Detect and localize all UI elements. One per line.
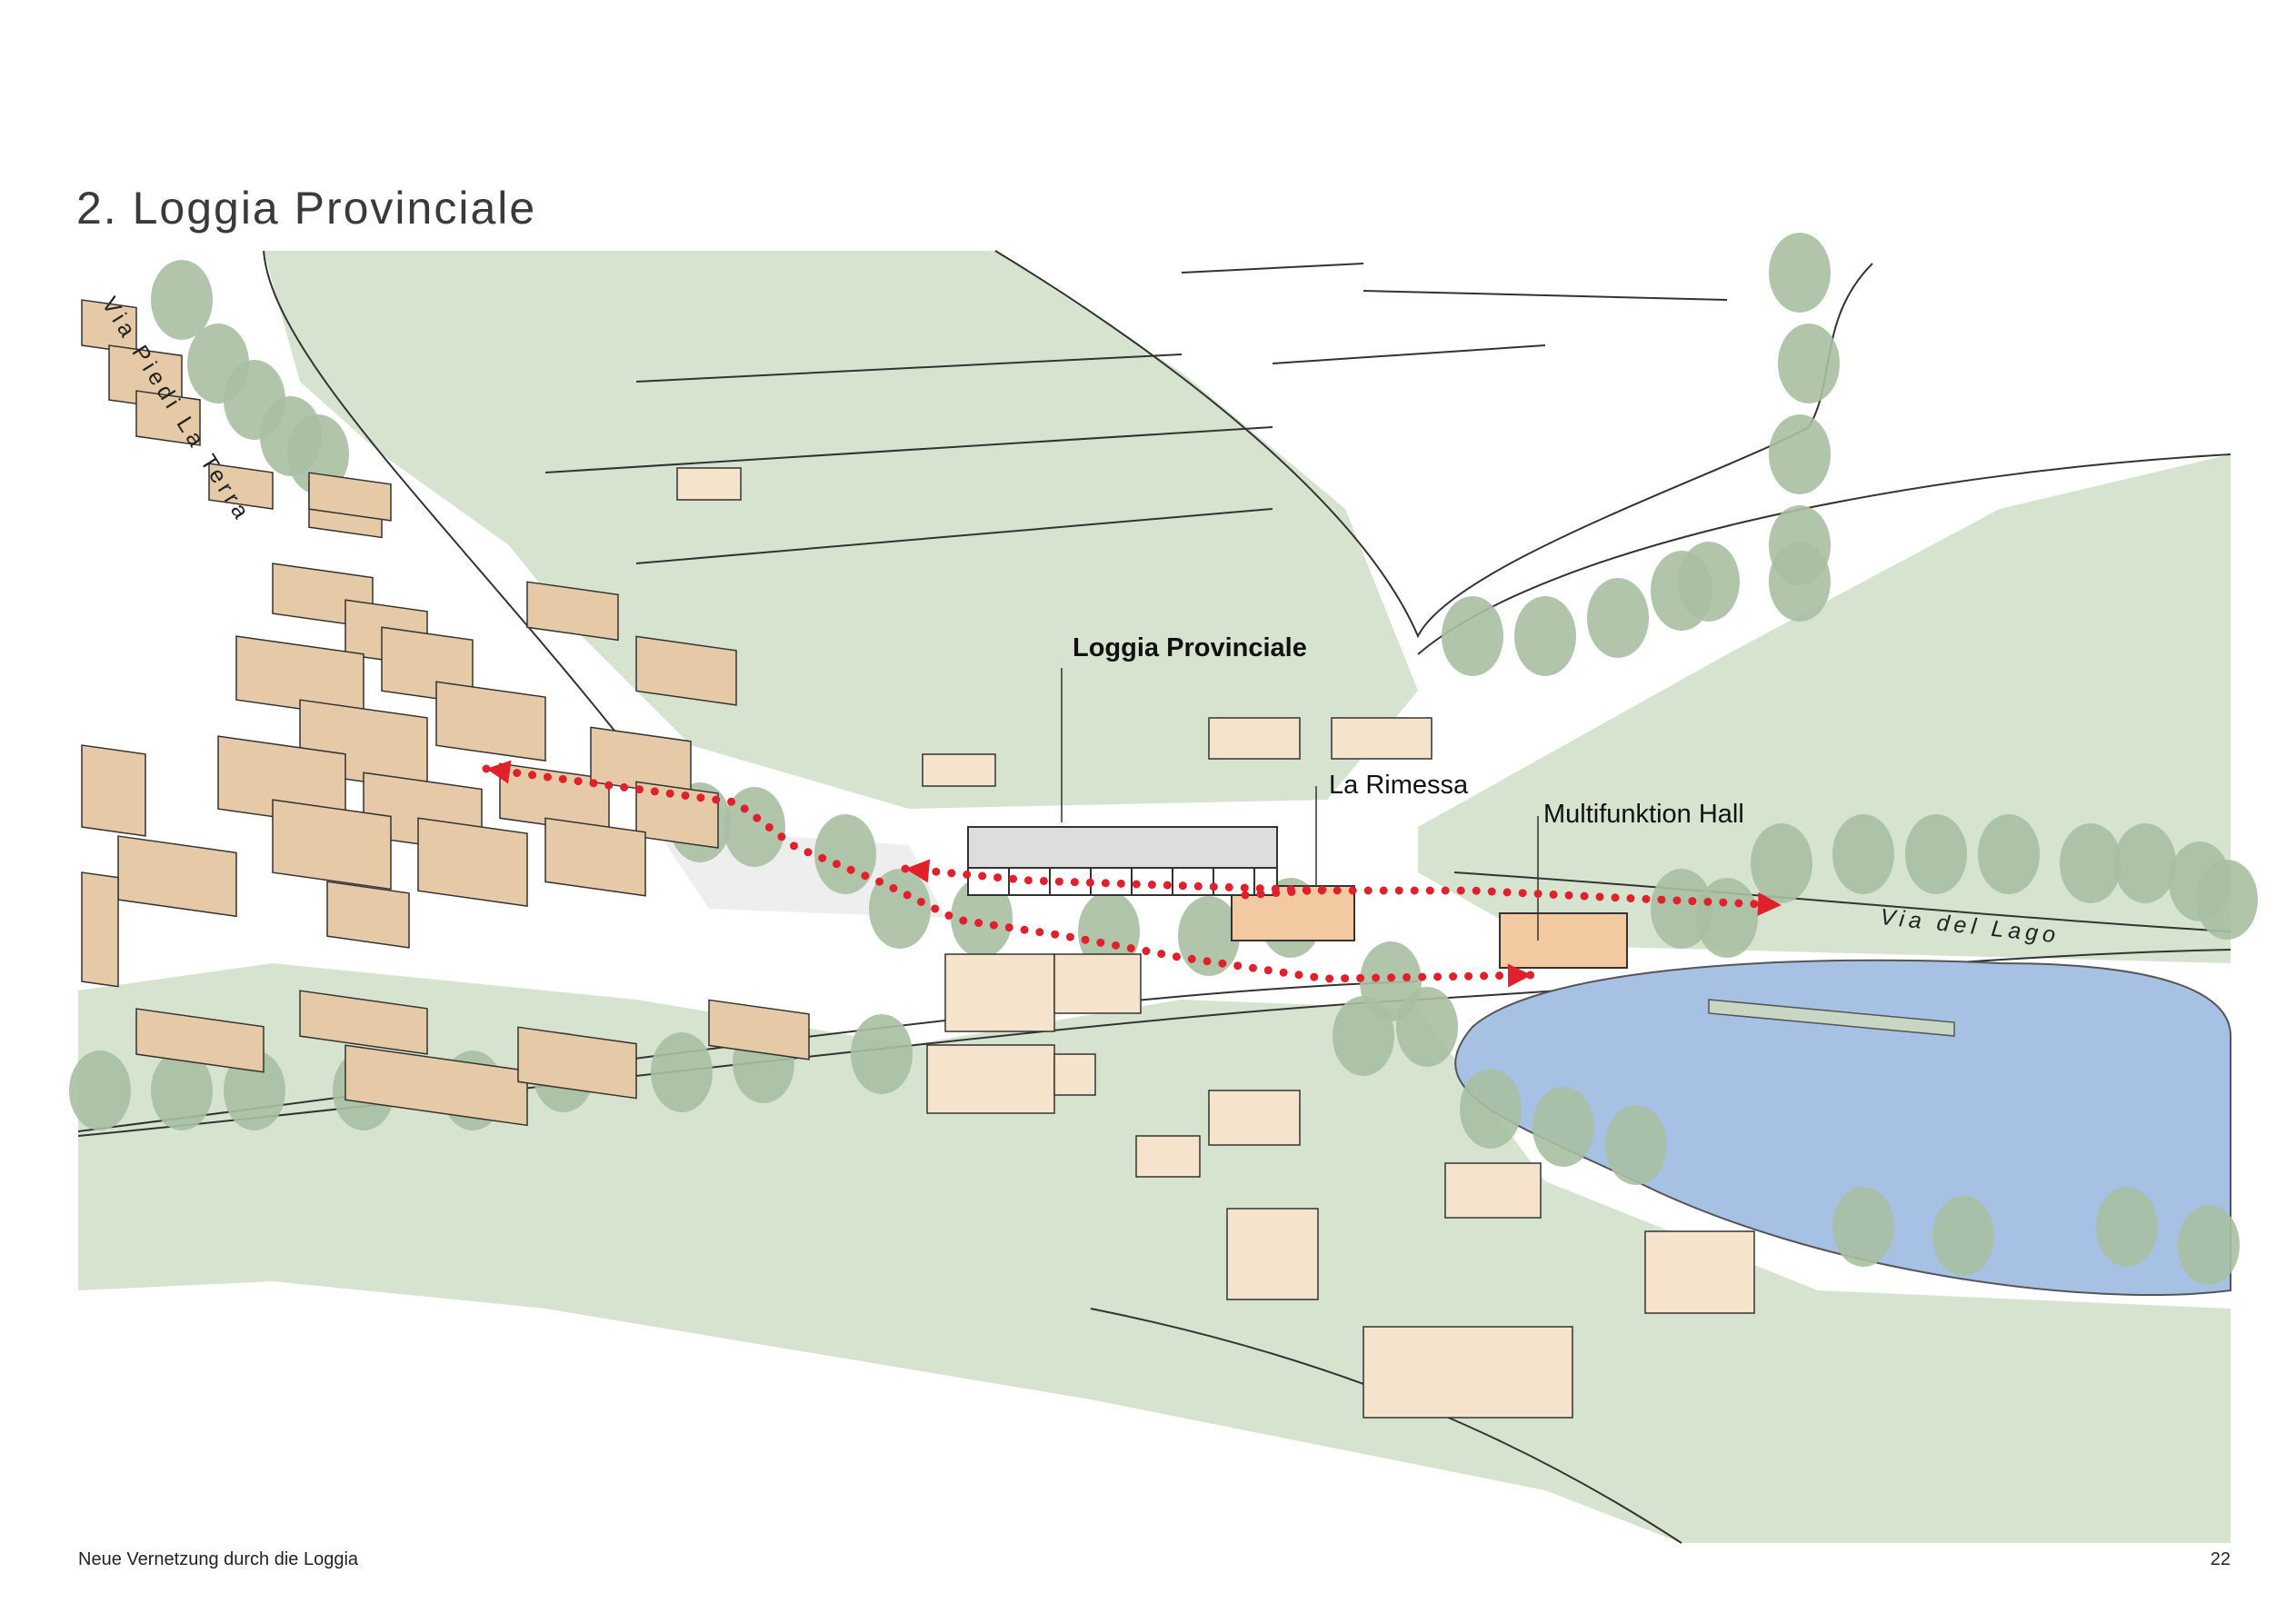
tree-icon: [1769, 233, 1831, 313]
pier: [1708, 999, 1955, 1037]
building-new: [1208, 717, 1301, 760]
label-la-rimessa: La Rimessa: [1329, 771, 1469, 800]
tree-icon: [1396, 987, 1458, 1067]
tree-icon: [724, 787, 785, 867]
tree-icon: [151, 260, 213, 340]
route-dotted-line: [1241, 884, 1341, 900]
tree-icon: [2178, 1205, 2240, 1285]
building-old-town: [308, 472, 392, 522]
tree-icon: [1696, 878, 1758, 958]
building-old-town: [326, 881, 410, 949]
route-arrow-icon: [1757, 891, 1782, 916]
tree-icon: [814, 814, 876, 894]
tree-icon: [1333, 996, 1394, 1076]
building-new: [1208, 1090, 1301, 1146]
tree-icon: [951, 878, 1013, 958]
building-new: [1053, 1053, 1096, 1096]
footer-caption: Neue Vernetzung durch die Loggia: [78, 1549, 359, 1569]
tree-icon: [1905, 814, 1967, 894]
tree-icon: [1932, 1196, 1994, 1276]
tree-icon: [1442, 596, 1503, 676]
tree-icon: [1532, 1087, 1594, 1167]
tree-icon: [1751, 823, 1812, 903]
tree-icon: [1769, 542, 1831, 622]
route-arrow-icon: [486, 760, 512, 784]
building-new: [1331, 717, 1433, 760]
building-old-town: [81, 744, 146, 837]
tree-icon: [151, 1050, 213, 1130]
building-old-town: [708, 999, 810, 1060]
tree-icon: [287, 414, 349, 494]
label-loggia-provinciale: Loggia Provinciale: [1073, 633, 1307, 662]
tree-icon: [1514, 596, 1576, 676]
tree-icon: [1832, 814, 1894, 894]
building-old-town: [544, 817, 646, 897]
tree-icon: [1769, 414, 1831, 494]
leader-lines: [1061, 668, 1539, 941]
building-old-town: [435, 681, 546, 762]
route-dotted-line: [901, 864, 1786, 910]
tree-icon: [1078, 891, 1140, 971]
building-new: [676, 467, 742, 501]
tree-icon: [1651, 869, 1712, 949]
tree-icon: [69, 1050, 131, 1130]
tree-icon: [651, 1032, 713, 1112]
tree-icon: [1678, 542, 1740, 622]
route-arrow-icon: [1507, 963, 1532, 988]
building-new: [922, 753, 996, 787]
lower-field: [78, 1000, 2231, 1543]
page-number: 22: [2210, 1549, 2231, 1569]
building-new: [944, 953, 1055, 1032]
tree-icon: [224, 1050, 285, 1130]
building-old-town: [635, 781, 719, 849]
tree-icon: [1605, 1105, 1667, 1185]
tree-icon: [1832, 1187, 1894, 1267]
building-old-town: [299, 990, 428, 1055]
building-old-town: [81, 871, 119, 988]
building-new: [1226, 1208, 1319, 1300]
building-old-town: [417, 817, 528, 907]
tree-icon: [1778, 324, 1840, 403]
upper-field: [264, 251, 1418, 809]
building-old-town: [208, 463, 274, 510]
tree-icon: [1460, 1069, 1522, 1149]
building-old-town: [135, 390, 201, 446]
tree-icon: [869, 869, 931, 949]
building-old-town: [272, 799, 392, 891]
building-old-town: [526, 581, 619, 642]
building-new: [1053, 953, 1142, 1014]
tree-icon: [2060, 823, 2121, 903]
building-new: [926, 1044, 1055, 1114]
label-multifunktion-hall: Multifunktion Hall: [1543, 800, 1744, 829]
tree-icon: [1587, 578, 1649, 658]
building-old-town: [517, 1026, 637, 1100]
tree-icon: [2196, 860, 2258, 940]
page-title: 2. Loggia Provinciale: [76, 183, 537, 234]
building-old-town: [117, 835, 237, 918]
tree-icon: [2114, 823, 2176, 903]
tree-icon: [2096, 1187, 2158, 1267]
building-old-town: [635, 635, 737, 706]
route-arrow-icon: [905, 859, 931, 883]
building-old-town: [344, 1044, 528, 1127]
building-new: [1444, 1162, 1542, 1219]
building-new: [1363, 1326, 1573, 1419]
building-multifunktion-hall: [1499, 912, 1628, 969]
route-dotted-line: [482, 764, 1536, 983]
tree-icon: [851, 1014, 913, 1094]
tree-icon: [1978, 814, 2040, 894]
buildings: [81, 299, 1755, 1419]
route-paths: [482, 760, 1786, 988]
building-old-town: [135, 1008, 265, 1073]
building-new: [1135, 1135, 1201, 1178]
building-new: [1644, 1230, 1755, 1314]
